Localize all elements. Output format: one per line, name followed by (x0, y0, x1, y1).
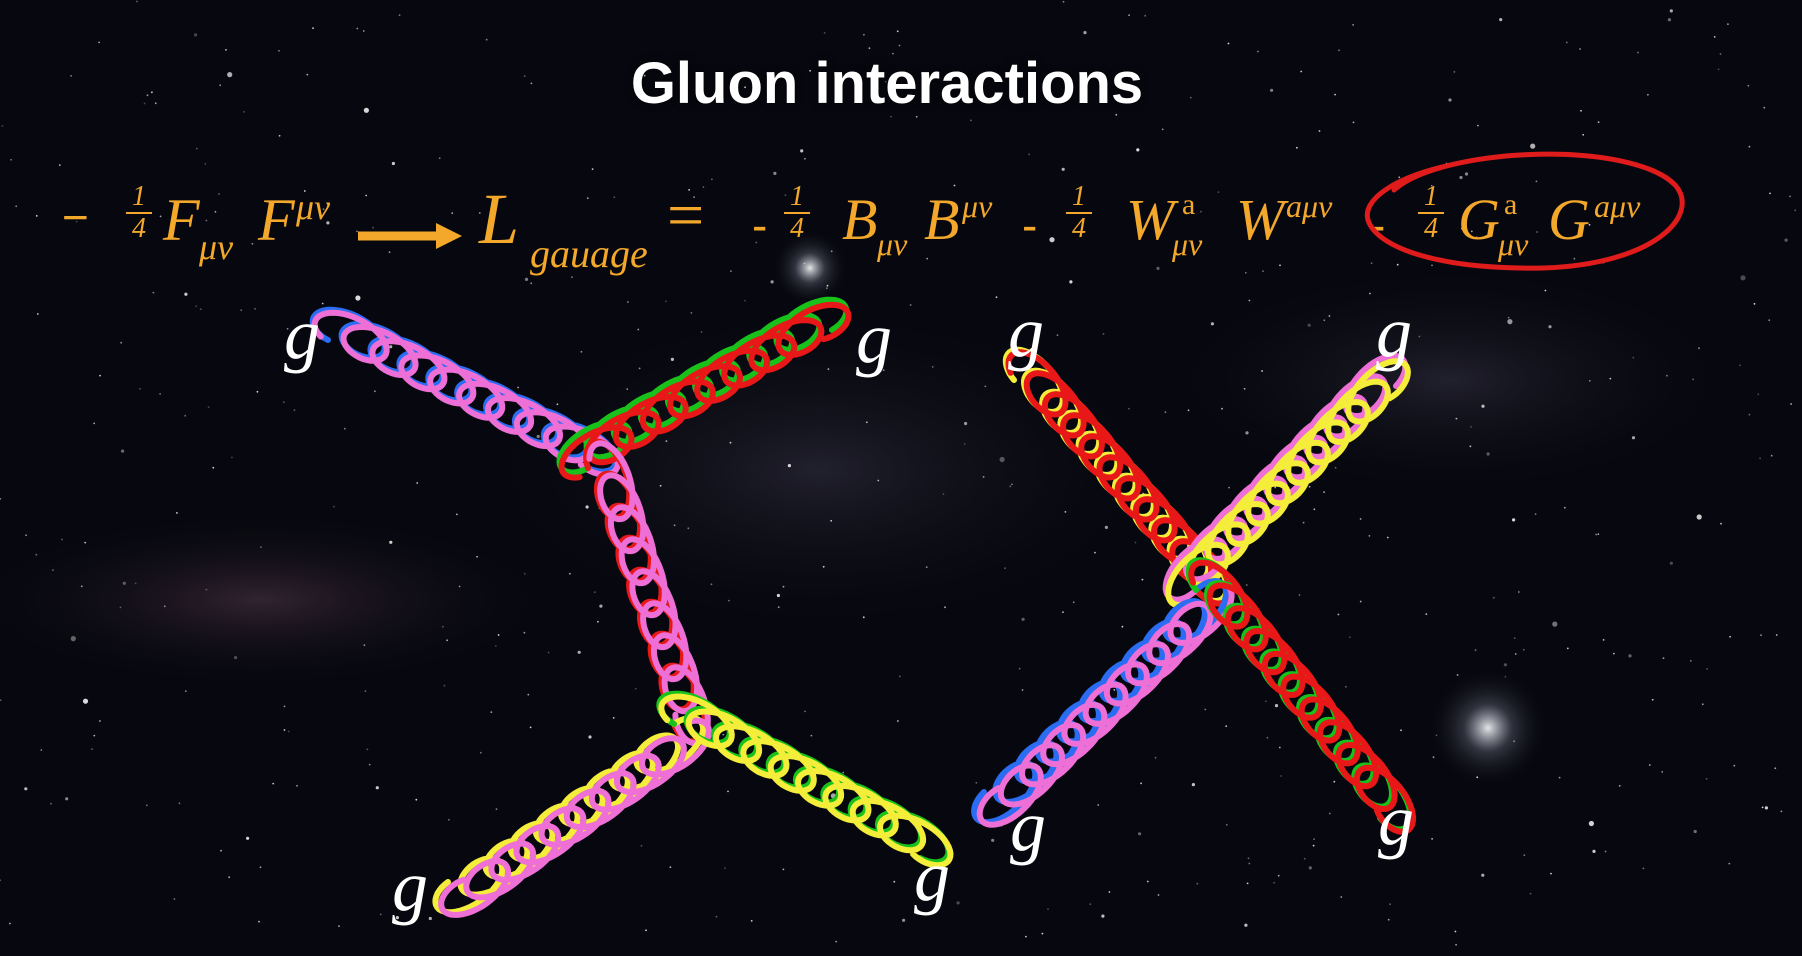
gluon-label-right-top-left: g (1008, 292, 1044, 372)
four-gluon-vertex (971, 346, 1417, 835)
gluon-label-right-bottom-right: g (1378, 780, 1414, 860)
gluon-line-bottom-right (656, 690, 954, 869)
B-field: B (842, 187, 878, 252)
highlight-circle-annotation (1364, 151, 1685, 271)
lagrangian-L: L (479, 179, 520, 259)
W-subscript: μν (1172, 226, 1203, 262)
arrow-icon (358, 223, 462, 249)
gluon-line-upper-right (1162, 352, 1411, 609)
G-superscript: a (1504, 188, 1518, 221)
B-subscript: μν (877, 226, 908, 262)
gluon-label-left-top-left: g (284, 294, 320, 374)
gluon-line-bottom-left (432, 714, 712, 918)
gluon-line-lower-left (971, 577, 1235, 828)
field-strength-F: F (163, 187, 200, 253)
L-subscript: gauage (530, 231, 648, 276)
G-superscript-2: aμν (1594, 188, 1641, 224)
gluon-line-top-right (556, 296, 852, 481)
W-field-upper: W (1236, 187, 1285, 252)
B-field-upper: B (924, 187, 960, 252)
W-superscript: a (1182, 188, 1196, 221)
gluon-label-left-bottom-right: g (914, 836, 950, 916)
W-superscript-2: aμν (1286, 188, 1333, 224)
W-field: W (1126, 187, 1175, 252)
gluon-label-right-bottom-left: g (1010, 786, 1046, 866)
minus-1: - (752, 199, 768, 251)
G-field-upper: G (1548, 187, 1590, 252)
F-superscript: μν (296, 187, 331, 227)
gluon-line-upper-left (1002, 346, 1233, 607)
minus-2: - (1022, 199, 1038, 251)
three-gluon-vertex (309, 296, 954, 918)
field-strength-F-upper: F (258, 187, 295, 253)
gluon-label-right-top-right: g (1376, 292, 1412, 372)
gluon-line-lower-right (1185, 557, 1417, 835)
G-field: G (1458, 187, 1500, 252)
gluon-line-top-left (309, 306, 621, 478)
slide-title: Gluon interactions (630, 51, 1144, 116)
equals-sign: = (667, 179, 705, 252)
equation-lhs-sign: − (62, 191, 89, 243)
gluon-label-left-top-right: g (856, 298, 892, 378)
gluon-label-left-bottom-left: g (392, 846, 428, 926)
F-subscript: μν (199, 227, 234, 267)
B-superscript: μν (962, 188, 993, 224)
G-subscript: μν (1498, 226, 1529, 262)
